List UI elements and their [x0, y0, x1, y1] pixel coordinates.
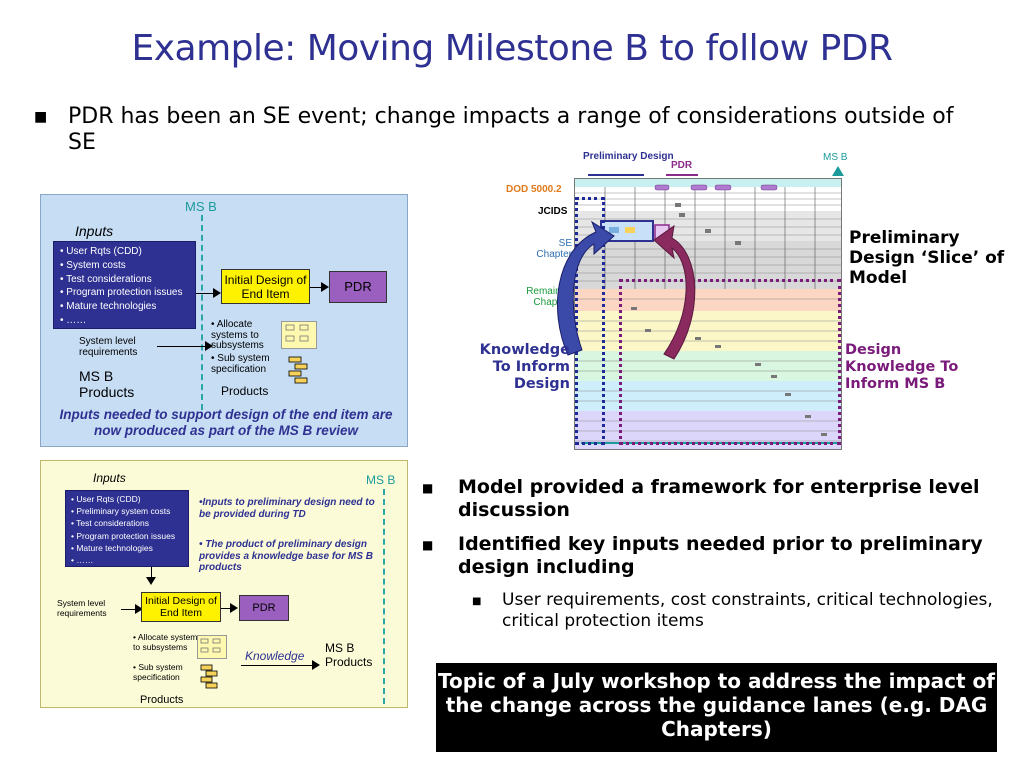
arrow-head-icon — [135, 604, 143, 614]
input-item: • Preliminary system costs — [71, 506, 171, 517]
input-item: • Program protection issues — [71, 530, 176, 541]
input-item: • …… — [71, 555, 94, 566]
preliminary-design-underline — [588, 174, 644, 176]
bullet-framework: ■ Model provided a framework for enterpr… — [420, 476, 1000, 522]
ms-b-dashed-line — [383, 489, 385, 704]
subsystem-bullet: • Sub system specification — [211, 353, 270, 375]
knowledge-label: Knowledge — [245, 649, 305, 663]
note-knowledge-base: • The product of preliminary design prov… — [199, 539, 373, 573]
pdr-box: PDR — [239, 595, 289, 621]
pdr-box: PDR — [329, 271, 387, 303]
pdr-underline — [666, 174, 698, 176]
bullet-key-inputs-text: Identified key inputs needed prior to pr… — [458, 533, 983, 578]
knowledge-to-inform-design-label: Knowledge To Inform Design — [479, 342, 570, 392]
arrow-head-icon — [321, 282, 329, 292]
panel-ms-b-after: Inputs MS B • User Rqts (CDD) • Prelimin… — [40, 460, 408, 708]
arrow-to-initial-design — [196, 293, 218, 294]
products-label: Products — [140, 694, 184, 706]
input-item: • Mature technologies — [60, 301, 157, 313]
system-level-requirements: System level requirements — [79, 336, 138, 358]
jcids-label: JCIDS — [538, 206, 568, 217]
arrow-system-level — [121, 609, 139, 610]
main-bullet-text: PDR has been an SE event; change impacts… — [68, 104, 954, 155]
panel1-caption: Inputs needed to support design of the e… — [59, 407, 393, 438]
ms-b-triangle-icon — [832, 166, 844, 176]
hierarchy-stack-icon — [288, 356, 308, 384]
input-item: • Test considerations — [60, 273, 152, 285]
products-label: Products — [221, 384, 269, 398]
knowledge-dotted-region — [575, 197, 605, 445]
ms-b-label: MS B — [366, 473, 396, 487]
bullet-framework-text: Model provided a framework for enterpris… — [458, 476, 980, 521]
bullet-square-icon: ■ — [422, 538, 434, 552]
arrow-down-line — [151, 567, 152, 581]
ms-b-dashed-line — [201, 215, 203, 410]
arrow-system-level — [157, 346, 209, 347]
preliminary-design-slice-label: Preliminary Design ‘Slice’ of Model — [849, 228, 1005, 288]
inputs-list-box: • User Rqts (CDD) • System costs • Test … — [53, 241, 196, 329]
input-item: • User Rqts (CDD) — [60, 246, 142, 257]
input-item: • …… — [60, 314, 87, 326]
dod-label: DOD 5000.2 — [506, 184, 562, 195]
pdr-model-label: PDR — [671, 160, 693, 171]
sub-bullet-requirements: ■ User requirements, cost constraints, c… — [420, 590, 1000, 632]
bullet-square-icon: ■ — [422, 481, 434, 495]
main-bullet: ■ PDR has been an SE event; change impac… — [34, 104, 984, 156]
ms-b-model-label: MS B — [823, 152, 848, 163]
arrow-head-icon — [230, 603, 238, 613]
ms-b-label: MS B — [185, 199, 217, 214]
sub-bullet-square-icon: ■ — [472, 596, 482, 607]
page-title: Example: Moving Milestone B to follow PD… — [131, 28, 893, 69]
input-item: • Test considerations — [71, 518, 149, 529]
ms-b-products-label: MS B Products — [79, 368, 135, 400]
allocate-bullet: • Allocate systems to subsystems — [133, 632, 202, 652]
document-thumbnail-icon — [281, 321, 317, 349]
se-chapter-label: SE Chapter — [536, 238, 572, 260]
arrow-to-pdr — [310, 287, 324, 288]
input-item: • Mature technologies — [71, 542, 153, 553]
arrow-to-pdr — [221, 608, 233, 609]
input-item: • System costs — [60, 259, 126, 271]
allocate-bullet: • Allocate systems to subsystems — [211, 319, 264, 351]
note-inputs-td: •Inputs to preliminary design need to be… — [199, 497, 375, 520]
knowledge-arrow-line — [241, 665, 315, 666]
system-level-requirements: System level requirements — [57, 598, 107, 618]
diagram-thumbnail-icon — [200, 638, 221, 653]
ms-b-products-label: MS B Products — [325, 641, 373, 669]
subsystem-bullet: • Sub system specification — [133, 662, 183, 682]
preliminary-design-label: Preliminary Design — [583, 151, 674, 162]
sub-bullet-requirements-text: User requirements, cost constraints, cri… — [502, 590, 993, 631]
document-thumbnail-icon — [197, 635, 227, 659]
inputs-title: Inputs — [93, 471, 126, 485]
input-item: • User Rqts (CDD) — [71, 494, 141, 504]
diagram-thumbnail-icon — [285, 324, 309, 342]
arrow-head-down-icon — [146, 577, 156, 585]
bullet-square-icon: ■ — [34, 109, 48, 125]
panel-ms-b-before: MS B Inputs • User Rqts (CDD) • System c… — [40, 194, 408, 447]
input-item: • Program protection issues — [60, 287, 183, 299]
remaining-chapters-label: Remaining Chapters — [526, 286, 574, 308]
design-curved-arrow-icon — [653, 224, 696, 360]
hierarchy-stack-icon — [200, 664, 218, 689]
right-bullet-list: ■ Model provided a framework for enterpr… — [420, 476, 1000, 632]
arrow-head-icon — [205, 341, 213, 351]
topic-callout-box: Topic of a July workshop to address the … — [436, 663, 997, 752]
design-knowledge-dotted-region — [619, 279, 841, 445]
arrow-head-icon — [312, 660, 320, 670]
design-knowledge-ms-b-label: Design Knowledge To Inform MS B — [845, 342, 959, 392]
arrow-head-icon — [213, 288, 221, 298]
knowledge-curved-arrow-icon — [557, 220, 615, 356]
initial-design-box: Initial Design of End Item — [141, 592, 221, 622]
bullet-key-inputs: ■ Identified key inputs needed prior to … — [420, 533, 1000, 579]
inputs-list-box: • User Rqts (CDD) • Preliminary system c… — [65, 490, 189, 567]
model-diagram — [574, 178, 842, 450]
inputs-title: Inputs — [75, 223, 114, 239]
initial-design-box: Initial Design of End Item — [221, 269, 310, 304]
